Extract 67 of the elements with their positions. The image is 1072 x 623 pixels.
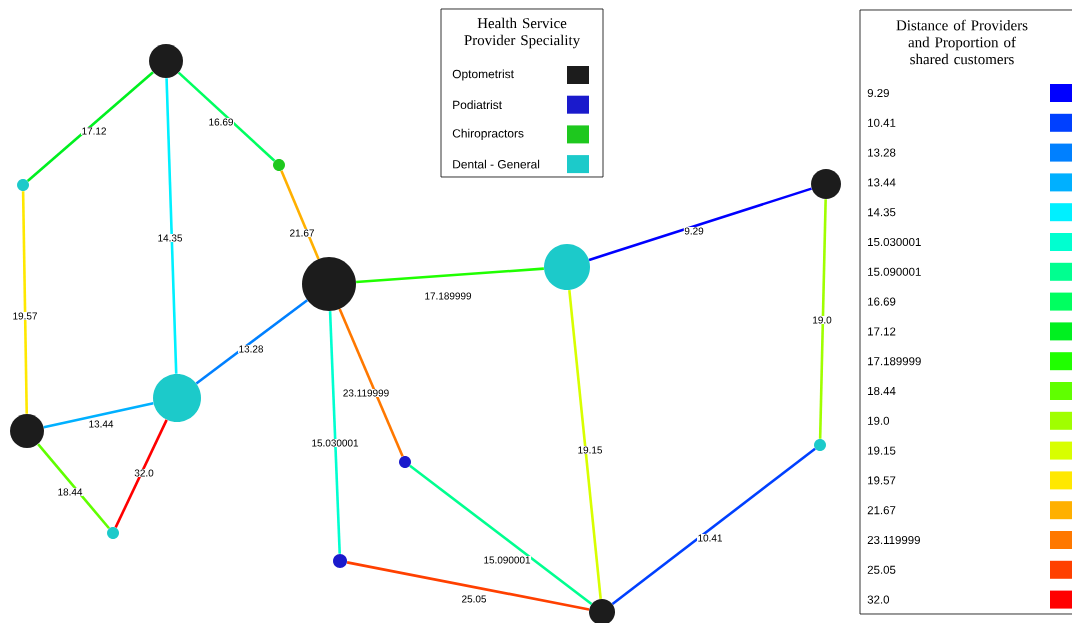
connection-line bbox=[114, 419, 168, 528]
edge-label: 19.0 bbox=[811, 315, 833, 324]
connection-line bbox=[338, 308, 404, 457]
provider-circle bbox=[544, 244, 590, 290]
legend-label: 32.0 bbox=[867, 595, 890, 604]
legend-label: 17.12 bbox=[868, 327, 896, 336]
connection-line bbox=[356, 267, 544, 284]
legend-label: 19.0 bbox=[868, 416, 890, 425]
connection-line bbox=[818, 199, 827, 439]
edge-label: 17.189999 bbox=[423, 291, 473, 300]
edge-label: 17.12 bbox=[81, 127, 107, 135]
connection-line bbox=[409, 464, 593, 606]
edge-label: 13.28 bbox=[238, 344, 264, 353]
legend-label: 16.69 bbox=[868, 297, 896, 306]
connection-line bbox=[21, 191, 29, 414]
edge-label: 23.119999 bbox=[342, 388, 390, 397]
legend-label: 10.41 bbox=[868, 118, 896, 127]
edge-label: 13.44 bbox=[88, 419, 114, 428]
connection-line bbox=[568, 289, 602, 599]
connection-line bbox=[26, 71, 154, 182]
provider-circle bbox=[149, 44, 183, 78]
provider-circle bbox=[153, 374, 201, 422]
legend-label: Optometrist bbox=[452, 69, 514, 81]
edge-label: 32.0 bbox=[133, 468, 155, 477]
edge-label: 19.15 bbox=[577, 445, 603, 454]
legend-title: Distance of Providers and Proportion of shared customers bbox=[896, 19, 1028, 65]
legend-title: Health Service Provider Speciality bbox=[464, 17, 581, 49]
connection-line bbox=[195, 299, 309, 385]
connection-line bbox=[43, 401, 154, 429]
edge-label: 21.67 bbox=[289, 228, 315, 237]
legend-label: 15.030001 bbox=[868, 237, 921, 247]
connection-line bbox=[328, 311, 341, 554]
legend-label: 9.29 bbox=[867, 88, 889, 98]
connection-line bbox=[280, 170, 320, 260]
legend-label: 19.15 bbox=[868, 446, 896, 455]
edge-label: 15.090001 bbox=[482, 555, 532, 564]
legend-label: Chiropractors bbox=[452, 128, 524, 140]
legend-label: 21.67 bbox=[867, 506, 896, 515]
edge-label: 14.35 bbox=[157, 233, 183, 242]
legend-label: Dental - General bbox=[453, 159, 540, 169]
edge-label: 10.41 bbox=[697, 533, 723, 542]
legend-label: 13.44 bbox=[868, 178, 896, 187]
edge-label: 19.57 bbox=[12, 311, 38, 320]
connection-line bbox=[588, 187, 812, 262]
provider-circle bbox=[333, 554, 347, 568]
connection-line bbox=[177, 71, 276, 162]
legend-label: 13.28 bbox=[868, 148, 896, 157]
provider-circle bbox=[302, 257, 356, 311]
legend-label: Podiatrist bbox=[453, 100, 502, 110]
connection-line bbox=[37, 443, 110, 530]
legend-label: 15.090001 bbox=[868, 267, 921, 276]
edge-label: 16.69 bbox=[208, 117, 234, 126]
provider-circle bbox=[811, 169, 841, 199]
legend-label: 19.57 bbox=[868, 476, 896, 485]
connection-line bbox=[611, 447, 816, 605]
edge-label: 9.29 bbox=[683, 226, 705, 235]
legend-label: 17.189999 bbox=[868, 357, 921, 366]
edge-label: 18.44 bbox=[57, 487, 83, 496]
edge-label: 15.030001 bbox=[310, 438, 360, 447]
connection-line bbox=[346, 561, 590, 611]
connection-line bbox=[165, 78, 178, 374]
legend-label: 14.35 bbox=[868, 208, 896, 217]
edge-label: 25.05 bbox=[461, 594, 487, 603]
legend-label: 25.05 bbox=[867, 565, 896, 574]
provider-circle bbox=[10, 414, 44, 448]
legend-label: 23.119999 bbox=[867, 535, 920, 545]
legend-label: 18.44 bbox=[868, 386, 896, 396]
